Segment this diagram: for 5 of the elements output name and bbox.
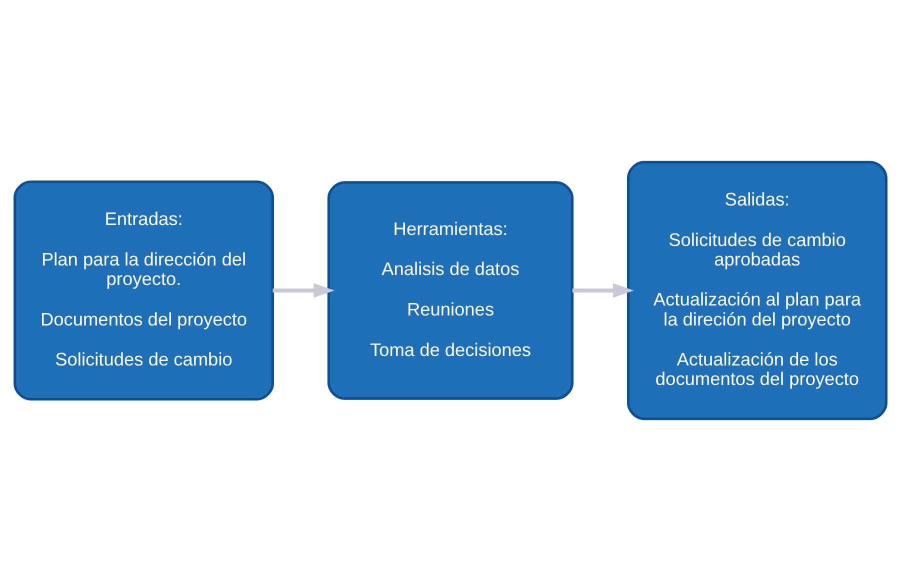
node-box: Salidas: Solicitudes de cambio aprobadas Actualización al plan para la direción del proyecto Actualización de los documentos del proyecto — [626, 160, 888, 420]
node-box: Herramientas: Analisis de datos Reuniones Toma de decisiones — [327, 181, 574, 400]
arrow — [272, 283, 335, 298]
arrow — [572, 283, 634, 298]
node-box: Entradas: Plan para la dirección del proyecto. Documentos del proyecto Solicitudes de cambio — [14, 180, 274, 401]
